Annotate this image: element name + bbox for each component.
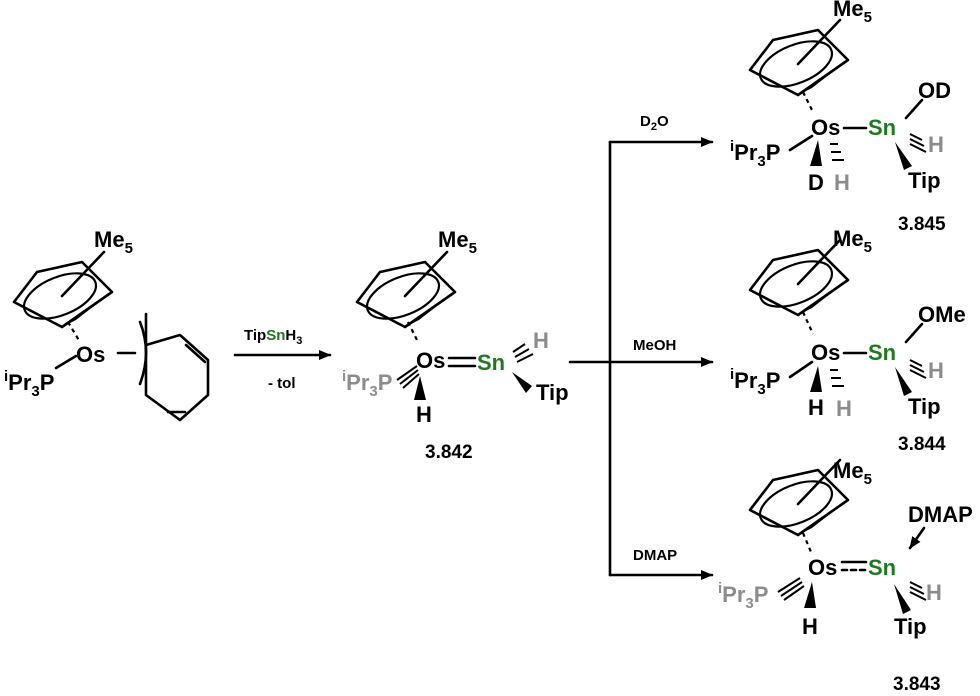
svg-text:H: H [926,580,942,605]
svg-text:Tip: Tip [536,380,569,405]
svg-text:H: H [928,132,944,157]
svg-text:Sn: Sn [868,555,896,580]
svg-text:Me5: Me5 [438,227,477,257]
reactant-complex: Me5 Os iPr3P [4,227,210,422]
reagent-meoh: MeOH [633,337,676,354]
svg-text:OMe: OMe [918,302,966,327]
svg-text:iPr3P: iPr3P [730,366,780,398]
compound-label-3844: 3.844 [898,434,946,455]
svg-text:Os: Os [808,555,837,580]
compound-3842: Me5 Os Sn iPr3P H H Tip [342,227,569,427]
os-label-2: Os [416,348,445,373]
compound-label-3843: 3.843 [893,674,941,695]
svg-text:Sn: Sn [868,115,896,140]
svg-text:Me5: Me5 [833,226,872,256]
svg-text:Tip: Tip [908,394,941,419]
os-label-1: Os [76,342,105,367]
svg-text:Sn: Sn [868,340,896,365]
compound-3844: Me5 Os Sn OMe iPr3P H H H Tip [730,226,966,421]
me5-label-1: Me5 [94,227,133,257]
svg-text:H: H [836,396,852,421]
svg-text:DMAP: DMAP [908,502,973,527]
svg-text:D: D [808,170,824,195]
svg-text:Os: Os [811,115,840,140]
svg-text:iPr3P: iPr3P [342,368,392,400]
svg-text:H: H [416,402,432,427]
compound-3845: Me5 Os Sn OD iPr3P D H H Tip [730,0,951,195]
svg-text:H: H [834,170,850,195]
reagent-minus-tol: - tol [268,375,296,392]
compound-label-3842: 3.842 [425,442,473,463]
svg-text:Me5: Me5 [833,0,872,26]
svg-text:H: H [533,328,549,353]
sn-label-2: Sn [477,350,505,375]
compound-label-3845: 3.845 [898,214,946,235]
svg-text:Tip: Tip [908,168,941,193]
svg-text:H: H [928,358,944,383]
svg-text:OD: OD [918,78,951,103]
svg-text:Os: Os [811,340,840,365]
phosphine-label-1: iPr3P [4,368,54,400]
svg-text:Tip: Tip [894,614,927,639]
compound-3843: Me5 Os Sn DMAP iPr3P H H Tip [718,458,973,639]
svg-text:iPr3P: iPr3P [730,138,780,170]
svg-text:H: H [802,614,818,639]
reagent-tipsnh3: TipSnH3 [244,327,302,347]
reagent-dmap: DMAP [633,547,677,564]
svg-text:Me5: Me5 [833,458,872,488]
svg-text:H: H [808,395,824,420]
svg-text:iPr3P: iPr3P [718,580,768,612]
reagent-d2o: D2O [640,113,669,133]
